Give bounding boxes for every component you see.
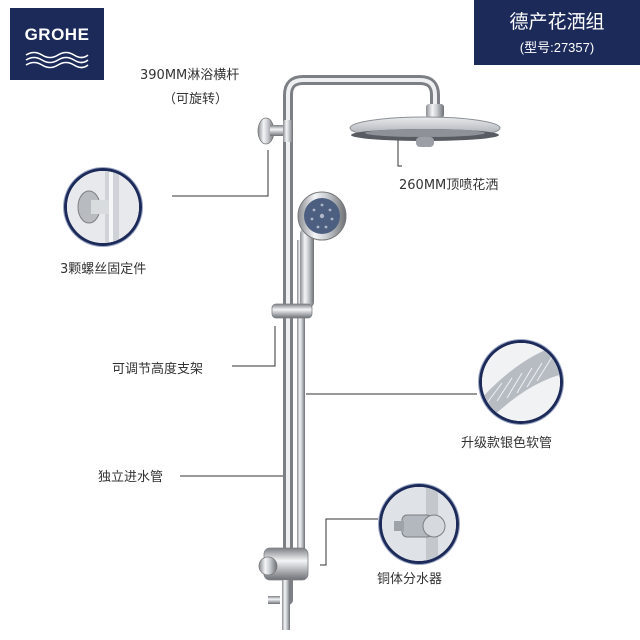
label-diverter: 铜体分水器	[377, 572, 443, 587]
braided-hose-detail	[482, 343, 560, 421]
diverter-valve-detail	[382, 487, 456, 561]
brand-logo: GROHE	[10, 8, 104, 80]
callout-hose	[479, 340, 563, 424]
label-screws: 3颗螺丝固定件	[60, 262, 147, 277]
product-title-box: 德产花洒组 (型号:27357)	[474, 0, 640, 65]
wall-bracket	[257, 117, 293, 145]
height-holder	[271, 303, 313, 319]
wave-icon	[25, 51, 89, 69]
label-hose: 升级款银色软管	[461, 436, 553, 451]
crossbar	[283, 75, 440, 605]
label-riser: 独立进水管	[98, 470, 164, 485]
diverter-body	[258, 547, 309, 630]
model-number: (型号:27357)	[519, 40, 595, 55]
slide-rail	[297, 240, 305, 580]
callout-diverter	[379, 484, 459, 564]
label-head-shower: 260MM顶喷花洒	[399, 178, 499, 193]
product-title: 德产花洒组	[509, 11, 605, 33]
callout-bracket	[64, 168, 142, 246]
hand-shower	[297, 191, 347, 308]
label-holder: 可调节高度支架	[112, 362, 204, 377]
label-crossbar-rotatable: （可旋转）	[163, 92, 229, 107]
wall-bracket-detail	[67, 171, 139, 243]
leader-lines	[172, 140, 477, 566]
label-crossbar: 390MM淋浴横杆	[140, 68, 240, 83]
logo-text: GROHE	[24, 25, 90, 44]
head-shower	[349, 104, 501, 147]
